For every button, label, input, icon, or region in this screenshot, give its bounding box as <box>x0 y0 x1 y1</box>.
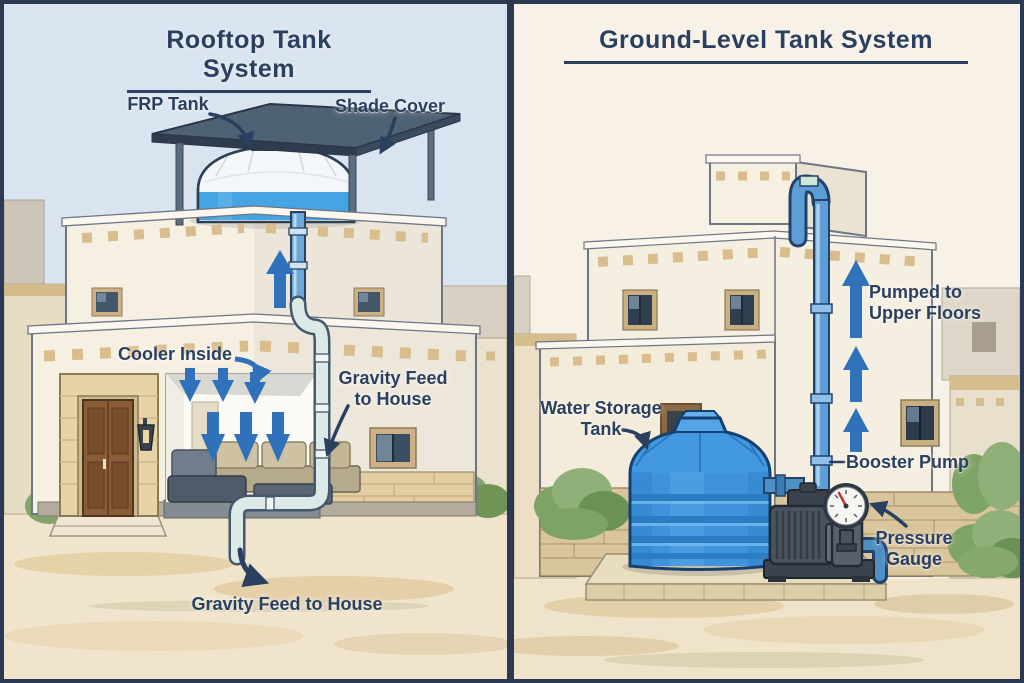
gravity-feed-pipe <box>228 211 331 566</box>
label-gravity-feed-bottom: Gravity Feed to House <box>191 594 383 614</box>
ground-illustration <box>514 4 1020 679</box>
left-panel-title: Rooftop Tank System <box>127 26 371 93</box>
wall-lantern <box>137 418 155 451</box>
entrance-door <box>59 373 159 517</box>
cooler-curved-arrow <box>234 356 272 386</box>
label-pressure-gauge: Pressure Gauge <box>875 528 953 569</box>
gravity-bottom-arrow <box>237 547 270 588</box>
label-shade-cover: Shade Cover <box>334 96 446 116</box>
water-tank-arrow <box>621 428 651 451</box>
riser-pipe <box>788 174 833 491</box>
panel-rooftop-system: Rooftop Tank System FRP Tank Shade Cover… <box>4 4 507 679</box>
pipe-up-arrow <box>266 250 294 308</box>
flow-arrows-blue <box>842 260 870 452</box>
pressure-gauge-graphic <box>823 483 869 529</box>
label-frp-tank: FRP Tank <box>127 94 209 114</box>
panel-divider <box>507 4 514 679</box>
annotation-arrows <box>208 112 397 588</box>
bush-right <box>948 442 1020 578</box>
tank-ribs <box>630 494 770 559</box>
label-water-storage-tank: Water Storage Tank <box>540 398 662 439</box>
water-storage-tank-graphic <box>622 410 778 576</box>
bush-left <box>534 468 630 540</box>
panel-ground-system: Ground-Level Tank System Pumped to Upper… <box>514 4 1020 679</box>
sand-patches <box>4 552 507 655</box>
label-booster-pump: Booster Pump <box>846 452 970 472</box>
annotation-arrows <box>621 428 908 528</box>
frp-tank-arrow <box>208 112 255 151</box>
sand-patches <box>514 594 1014 668</box>
label-cooler-inside: Cooler Inside <box>117 344 233 364</box>
label-gravity-feed-side: Gravity Feed to House <box>338 368 448 409</box>
label-pumped-to-upper-floors: Pumped to Upper Floors <box>869 282 982 323</box>
rooftop-illustration <box>4 4 507 679</box>
shade-cover-arrow <box>379 116 397 155</box>
pressure-gauge-arrow <box>869 500 908 528</box>
right-panel-title: Ground-Level Tank System <box>564 26 968 64</box>
flow-arrows-blue <box>179 250 294 462</box>
gravity-side-arrow <box>323 404 350 457</box>
